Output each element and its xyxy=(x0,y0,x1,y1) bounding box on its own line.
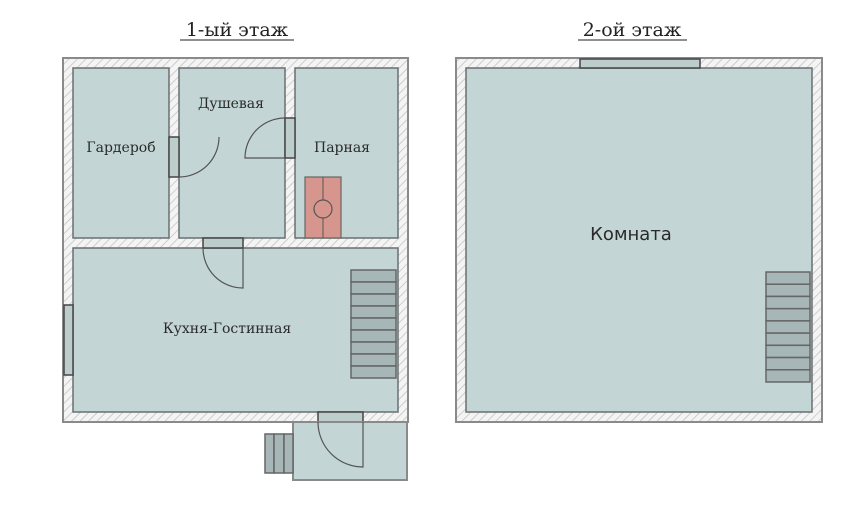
stair-step xyxy=(350,281,397,295)
stairs-floor1 xyxy=(350,269,397,379)
stair-step xyxy=(765,369,811,383)
stair-step xyxy=(350,329,397,343)
stair-step xyxy=(350,341,397,355)
stair-step xyxy=(765,332,811,347)
stair-step xyxy=(350,353,397,367)
stair-step xyxy=(765,356,811,371)
floor1-title: 1-ый этаж xyxy=(180,19,294,41)
porch xyxy=(292,421,408,481)
stair-step xyxy=(765,307,811,322)
stair-step xyxy=(765,283,811,298)
door-steam-room[interactable] xyxy=(244,117,296,159)
stairs-floor2 xyxy=(765,271,811,383)
stair-step xyxy=(765,295,811,310)
stair-step xyxy=(350,317,397,331)
label-room: Комната xyxy=(590,224,672,245)
door-entrance[interactable] xyxy=(317,411,364,423)
floor2-title-text: 2-ой этаж xyxy=(583,19,682,41)
room-shower xyxy=(178,67,286,239)
window-left xyxy=(63,304,74,376)
room-kitchen-living xyxy=(72,247,399,413)
stair-step xyxy=(765,271,811,285)
label-kitchen-living: Кухня-Гостинная xyxy=(163,321,291,337)
stair-step xyxy=(765,344,811,359)
floor2-title: 2-ой этаж xyxy=(578,19,687,41)
label-steam-room: Парная xyxy=(314,140,370,156)
door-wardrobe[interactable] xyxy=(168,136,220,178)
floor2-plan: Комната xyxy=(455,57,823,423)
stair-step xyxy=(350,293,397,307)
label-shower: Душевая xyxy=(198,96,264,112)
floor1-title-text: 1-ый этаж xyxy=(186,19,289,41)
stair-step xyxy=(350,365,397,379)
stair-step xyxy=(765,320,811,334)
floor1-plan: Гардероб Душевая Парная Кухня-Гостинная xyxy=(62,57,409,481)
stove xyxy=(304,176,342,239)
window-top xyxy=(579,58,701,69)
door-kitchen[interactable] xyxy=(202,237,244,289)
porch-steps xyxy=(264,433,294,474)
stair-step xyxy=(350,269,397,283)
stair-step xyxy=(350,305,397,319)
label-wardrobe: Гардероб xyxy=(86,140,155,156)
room-wardrobe xyxy=(72,67,170,239)
room-main xyxy=(465,67,813,413)
